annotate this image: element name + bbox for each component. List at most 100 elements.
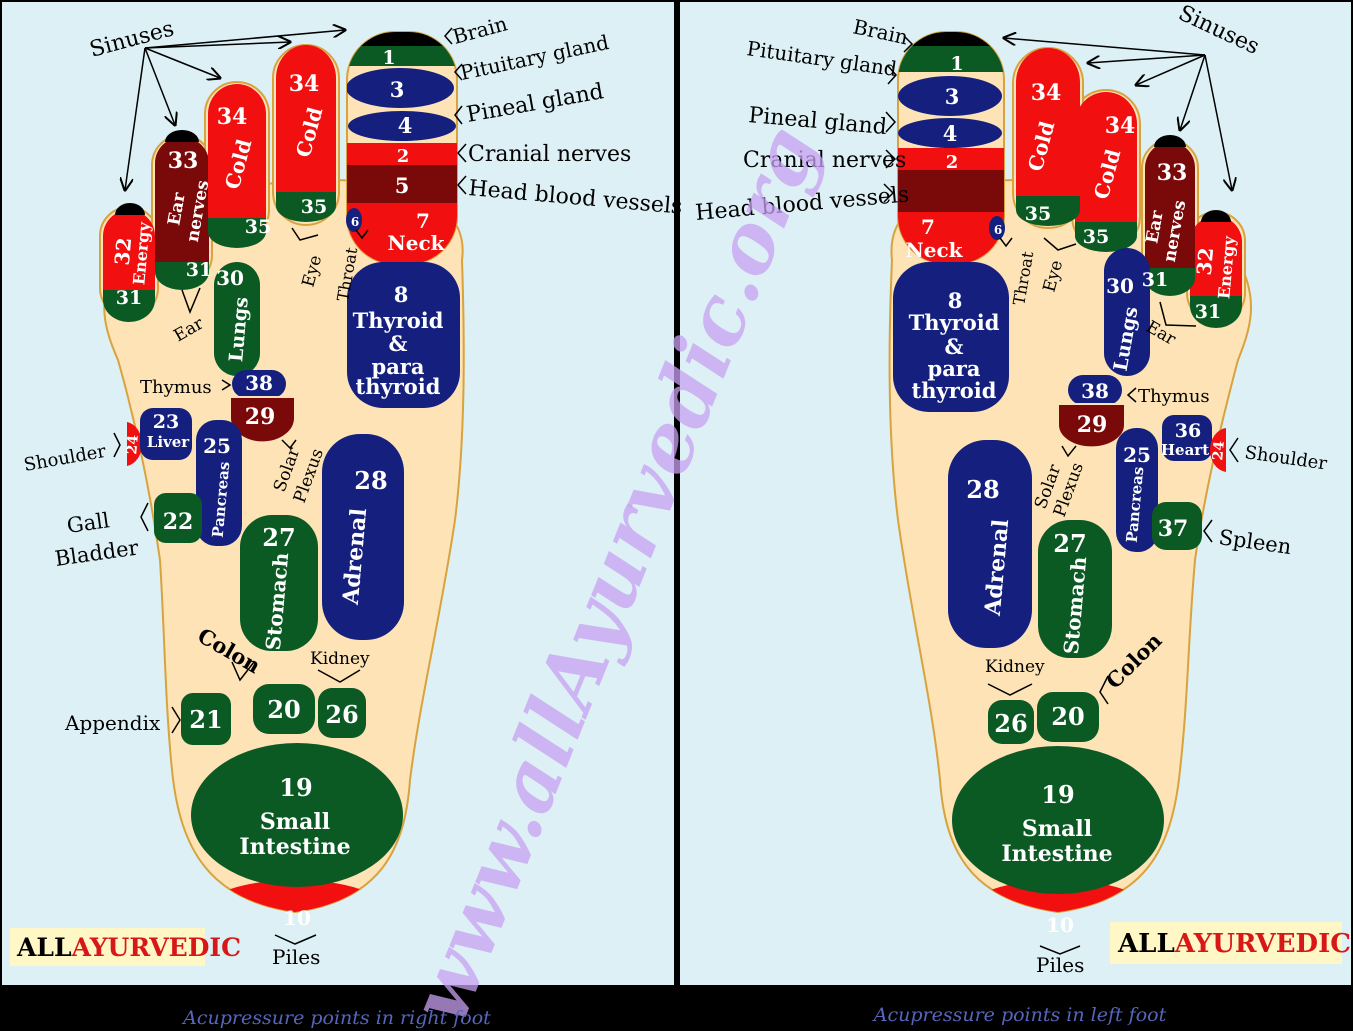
- zone-36-heart: [1162, 415, 1212, 461]
- zone-26-kidney-left: [988, 700, 1034, 744]
- zone-31-right-small: [103, 290, 155, 322]
- left-z24: 24: [1210, 440, 1228, 461]
- right-z8: 8: [394, 282, 409, 307]
- zone-31-right-fourth: [155, 262, 209, 290]
- zone-19-small-intestine: [191, 743, 403, 887]
- left-z34-a: 34: [1105, 113, 1136, 139]
- right-label-cranial: Cranial nerves: [468, 142, 631, 167]
- right-thyroid-4: thyroid: [356, 374, 441, 399]
- right-z32: 32: [110, 236, 136, 266]
- right-z5: 5: [395, 173, 410, 198]
- right-z34-b: 34: [289, 71, 320, 97]
- zone-4-pineal-left: [898, 118, 1002, 148]
- right-z26: 26: [325, 700, 358, 729]
- right-thyroid-2: &: [389, 331, 408, 356]
- zone-20-colon-left: [1037, 692, 1099, 742]
- right-z7: 7: [416, 209, 430, 233]
- right-intestine: Intestine: [239, 834, 350, 860]
- left-thyroid-3: para: [928, 356, 981, 381]
- zone-24-shoulder: [127, 422, 143, 466]
- zone-35-second: [276, 192, 336, 222]
- zone-33-ear-nerves: [155, 137, 209, 265]
- right-z31-b: 31: [186, 259, 212, 281]
- right-z34-a: 34: [217, 104, 248, 130]
- right-small: Small: [260, 809, 330, 835]
- right-z35-a: 35: [245, 216, 271, 238]
- right-z19: 19: [279, 773, 312, 802]
- right-thyroid-1: Thyroid: [353, 308, 444, 333]
- right-z38: 38: [245, 371, 273, 395]
- svg-text:ALLAYURVEDIC: ALLAYURVEDIC: [1117, 929, 1351, 959]
- zone-34-cold-third: [208, 84, 266, 222]
- right-label-appendix: Appendix: [64, 711, 161, 735]
- left-z37: 37: [1158, 516, 1189, 542]
- right-z28: 28: [354, 466, 387, 495]
- left-z3: 3: [945, 84, 960, 109]
- zone-28-adrenal: [322, 434, 404, 640]
- left-z27: 27: [1053, 529, 1086, 558]
- right-liver: Liver: [147, 433, 191, 451]
- zone-34-cold-second-left: [1016, 48, 1080, 200]
- left-label-cranial: Cranial nerves: [743, 148, 906, 173]
- zone-10-piles-left: [968, 880, 1148, 912]
- left-label-thymus: Thymus: [1138, 386, 1210, 407]
- left-z19: 19: [1041, 780, 1074, 809]
- zone-6-throat-left: [989, 216, 1005, 240]
- left-z4: 4: [943, 121, 958, 146]
- right-z24: 24: [124, 434, 142, 455]
- left-z38: 38: [1081, 379, 1109, 403]
- left-thyroid-4: thyroid: [912, 378, 997, 403]
- left-z20: 20: [1051, 702, 1084, 731]
- right-z30: 30: [216, 266, 244, 290]
- zone-22-gall-bladder: [154, 493, 202, 543]
- left-thyroid-2: &: [945, 334, 964, 359]
- left-z1: 1: [950, 53, 963, 75]
- left-z28: 28: [966, 475, 999, 504]
- zone-1-brain: [347, 46, 457, 66]
- zone-10-piles: [205, 880, 385, 912]
- zone-1-brain-left: [898, 46, 1004, 72]
- right-label-gall: Gall: [65, 508, 111, 538]
- zone-25-pancreas-left: [1116, 428, 1158, 552]
- right-z22: 22: [163, 509, 194, 535]
- zone-30-lungs: [214, 262, 260, 376]
- left-z31-b: 31: [1142, 269, 1168, 291]
- zone-8-thyroid-left: [893, 262, 1009, 412]
- zone-2-cranial-nerves: [347, 143, 457, 165]
- right-z35-b: 35: [301, 196, 327, 218]
- zone-6-throat: [346, 208, 362, 232]
- zone-25-pancreas: [196, 420, 242, 546]
- left-z8: 8: [948, 288, 963, 313]
- left-heart: Heart: [1161, 441, 1209, 459]
- zone-32-energy-left: [1190, 216, 1242, 300]
- right-neck: Neck: [387, 231, 445, 255]
- zone-19-small-intestine-left: [952, 746, 1164, 894]
- left-z6: 6: [994, 223, 1002, 237]
- left-foot: 31 32 Energy 33 Ear nerves 31 34 Cold 35…: [694, 1, 1351, 977]
- right-z21: 21: [189, 705, 222, 734]
- left-intestine: Intestine: [1001, 841, 1112, 867]
- zone-31-left-fourth: [1145, 268, 1195, 296]
- zone-27-stomach-left: [1038, 520, 1112, 658]
- right-z27: 27: [262, 523, 295, 552]
- left-z35-b: 35: [1025, 203, 1051, 225]
- left-z29: 29: [1077, 412, 1108, 438]
- zone-2-cranial-nerves-left: [898, 148, 1004, 170]
- right-z1: 1: [382, 47, 395, 69]
- left-z33: 33: [1157, 160, 1188, 186]
- right-label-thymus: Thymus: [140, 377, 212, 398]
- zone-23-liver: [140, 408, 192, 460]
- zone-29-solar-plexus-left: [1057, 403, 1126, 449]
- zone-26-kidney: [318, 688, 366, 738]
- zone-3-pituitary: [347, 68, 454, 108]
- zone-27-stomach: [240, 515, 318, 651]
- right-z4: 4: [398, 113, 413, 138]
- left-neck: Neck: [905, 238, 963, 262]
- zone-31-left-small: [1190, 296, 1242, 328]
- right-z10: 10: [283, 906, 311, 930]
- left-z25: 25: [1123, 443, 1151, 467]
- zone-3-pituitary-left: [898, 76, 1002, 116]
- zone-20-colon: [253, 684, 315, 734]
- left-label-kidney: Kidney: [985, 657, 1045, 677]
